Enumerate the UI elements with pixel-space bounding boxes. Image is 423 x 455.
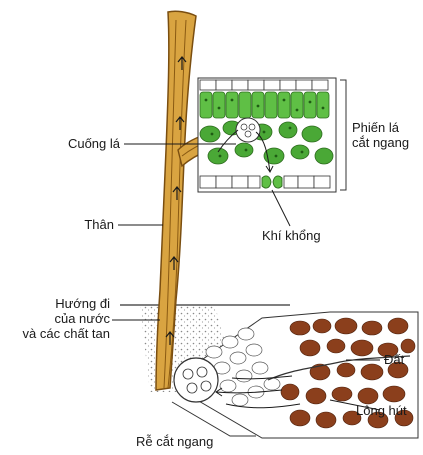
label-khi-khong: Khí khổng [262,228,321,243]
leaf-vein [236,118,260,142]
label-phien-la: Phiến lá cắt ngang [352,120,409,150]
label-huong-di-line1: Hướng đi [0,296,110,311]
label-than: Thân [50,217,114,232]
label-phien-la-line2: cắt ngang [352,135,409,150]
label-re-cat-ngang: Rễ cắt ngang [136,434,213,449]
label-huong-di-line2: của nước [0,311,110,326]
label-huong-di: Hướng đi của nước và các chất tan [0,296,110,341]
label-long-hut: Lông hút [356,403,407,418]
label-huong-di-line3: và các chất tan [0,326,110,341]
leaf-cross-section [198,78,346,192]
label-cuong-la: Cuống lá [36,136,120,151]
label-phien-la-line1: Phiến lá [352,120,409,135]
label-dat: Đất [384,352,404,367]
